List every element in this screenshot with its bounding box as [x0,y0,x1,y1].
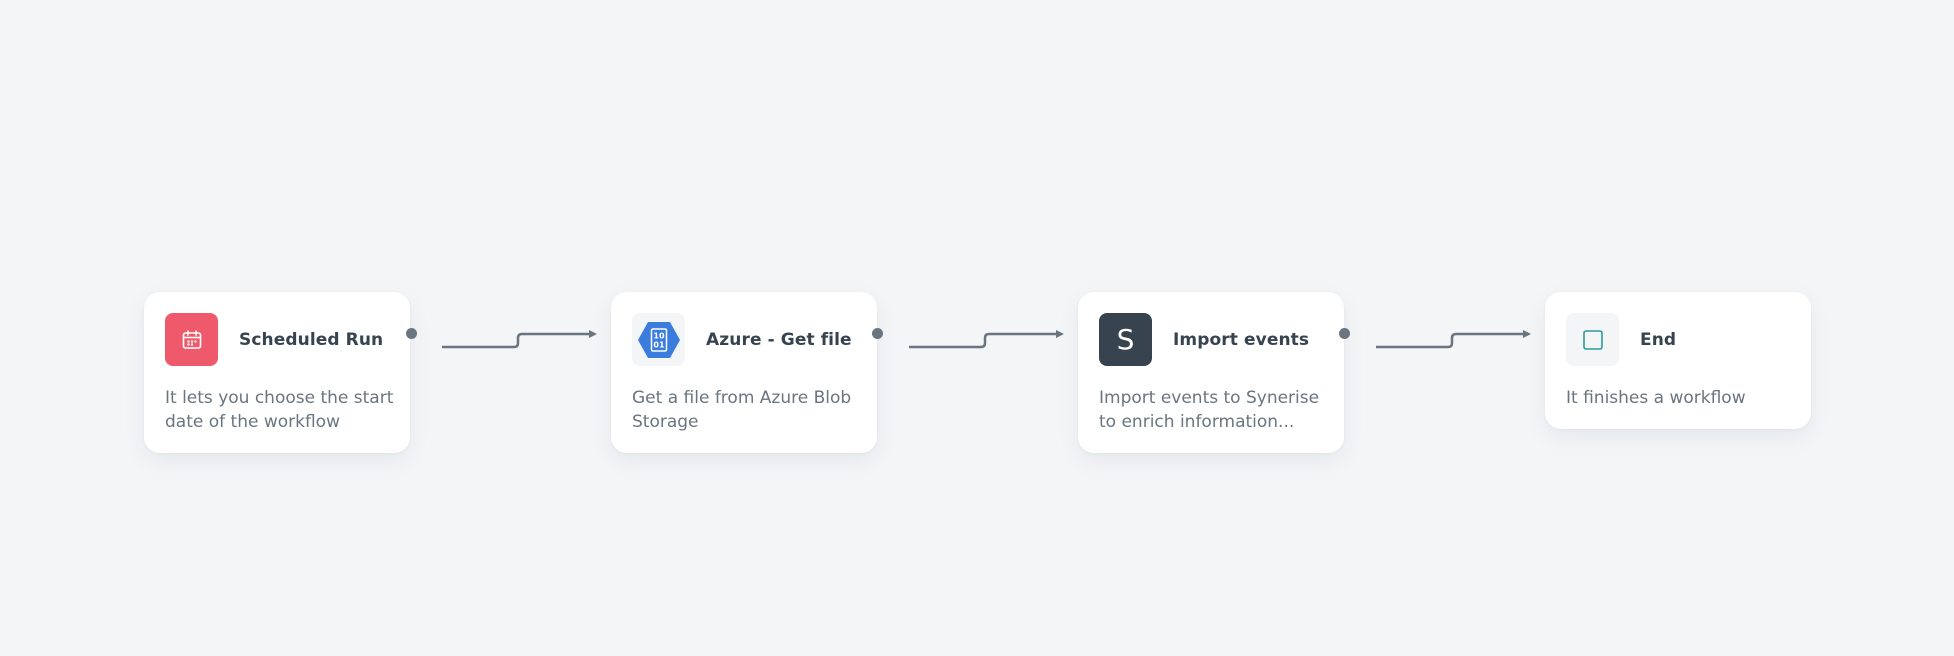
node-azure-get-file[interactable]: 10 01 Azure - Get file Get a file from A… [611,292,883,453]
output-port[interactable] [406,328,417,339]
synerise-icon: S [1099,313,1152,366]
node-header: S Import events [1099,313,1309,366]
node-title: End [1640,329,1677,350]
calendar-icon [165,313,218,366]
output-port[interactable] [872,328,883,339]
node-title: Scheduled Run [239,329,384,350]
node-header: Scheduled Run [165,313,383,366]
connector-arrow [442,330,597,349]
stop-square-icon [1566,313,1619,366]
node-scheduled-run[interactable]: Scheduled Run It lets you choose the sta… [144,292,417,453]
node-title: Azure - Get file [706,329,852,350]
node-description: Import events to Synerise to enrich info… [1099,388,1320,432]
node-header: End [1566,313,1676,366]
node-header: 10 01 Azure - Get file [632,313,852,366]
svg-text:01: 01 [653,340,665,349]
node-description: Get a file from Azure Blob Storage [632,388,852,432]
node-title: Import events [1173,329,1310,350]
output-port[interactable] [1339,328,1350,339]
svg-text:10: 10 [653,331,665,340]
node-description: It finishes a workflow [1566,388,1746,408]
node-import-events[interactable]: S Import events Import events to Syneris… [1078,292,1350,453]
node-end[interactable]: End It finishes a workflow [1545,292,1811,429]
azure-blob-icon: 10 01 [632,313,685,366]
connector-arrow [909,330,1064,349]
node-description: It lets you choose the start date of the… [165,388,394,432]
connector-arrow [1376,330,1531,349]
